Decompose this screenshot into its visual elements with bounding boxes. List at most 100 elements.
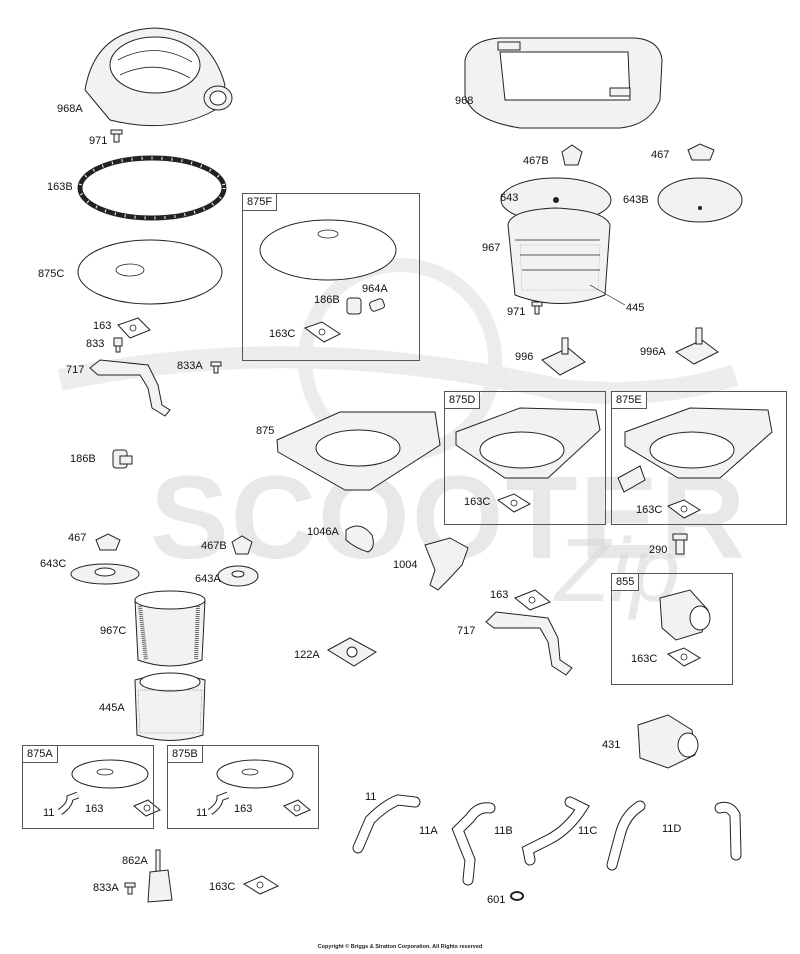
watermark-zip-text: Zip (555, 521, 681, 621)
part-445A-filter (134, 672, 206, 741)
part-996A-clip (674, 327, 719, 365)
label-163-b: 163 (490, 589, 509, 601)
group-box-855: 855 (611, 573, 733, 685)
label-467-a: 467 (651, 149, 670, 161)
part-467B-knob-a (561, 144, 583, 166)
label-968: 968 (455, 95, 474, 107)
part-643A-lid (217, 565, 259, 587)
label-186B-a: 186B (70, 453, 96, 465)
part-996-clip (541, 337, 586, 376)
label-290: 290 (649, 544, 668, 556)
label-643B: 643B (623, 194, 649, 206)
copyright-text: Copyright © Briggs & Stratton Corporatio… (317, 944, 483, 950)
label-163B: 163B (47, 181, 73, 193)
label-833A-b: 833A (93, 882, 119, 894)
group-box-875F: 875F (242, 193, 420, 361)
part-643B-lid (657, 177, 743, 223)
label-186B-b: 186B (314, 294, 340, 306)
part-1004-duct (424, 537, 469, 591)
part-964A-plug (369, 298, 385, 312)
label-862A: 862A (122, 855, 148, 867)
part-875D-base (455, 407, 601, 479)
group-box-875D-label: 875D (445, 392, 481, 409)
part-971-screw-a (110, 129, 123, 143)
part-601-clamp (510, 891, 524, 901)
label-163-c: 163 (85, 803, 104, 815)
part-122A-spacer (327, 637, 377, 667)
label-11C: 11C (578, 825, 598, 837)
label-1004: 1004 (393, 559, 418, 571)
label-445A: 445A (99, 702, 125, 714)
label-968A: 968A (57, 103, 83, 115)
label-467-b: 467 (68, 532, 87, 544)
label-717-a: 717 (66, 364, 85, 376)
label-163-d: 163 (234, 803, 253, 815)
label-11-c: 11 (365, 791, 377, 803)
label-643: 643 (500, 192, 519, 204)
label-967: 967 (482, 242, 501, 254)
part-163C-gasket-e (242, 875, 280, 895)
group-box-855-label: 855 (612, 574, 640, 591)
part-431-valve (637, 714, 699, 769)
label-431: 431 (602, 739, 621, 751)
part-862A-bracket (147, 849, 173, 903)
part-11-hose-c (352, 794, 421, 854)
label-467B-b: 467B (201, 540, 227, 552)
label-11-b: 11 (196, 807, 208, 819)
part-11C-hose (606, 800, 646, 871)
part-833A-screw-a (210, 361, 222, 374)
part-967C-filter (134, 590, 206, 667)
group-box-875E: 875E (611, 391, 787, 525)
label-1046A: 1046A (307, 526, 339, 538)
label-996A: 996A (640, 346, 666, 358)
part-855-valve (659, 589, 711, 641)
part-11A-hose (451, 802, 496, 886)
part-163C-gasket-d (666, 647, 702, 667)
part-163B-gasket (77, 155, 227, 221)
part-467-knob-b (95, 533, 121, 551)
label-875: 875 (256, 425, 275, 437)
part-467B-knob-b (231, 535, 253, 555)
part-833A-screw-b (124, 882, 136, 895)
label-643C: 643C (40, 558, 67, 570)
part-1046A-seal (345, 525, 374, 553)
label-971-a: 971 (89, 135, 108, 147)
part-163-gasket-d (283, 799, 311, 817)
label-643A: 643A (195, 573, 221, 585)
part-875C-plate (77, 239, 223, 305)
label-11B: 11B (494, 825, 513, 837)
part-875A-lid (71, 759, 149, 789)
label-971-b: 971 (507, 306, 526, 318)
leader-445 (589, 284, 626, 306)
group-box-875E-label: 875E (612, 392, 647, 409)
part-717-bracket-b (485, 611, 573, 676)
part-833-bolt (113, 337, 123, 353)
label-967C: 967C (100, 625, 127, 637)
part-967-filter-element (507, 207, 611, 304)
part-717-bracket-a (89, 359, 171, 417)
part-968-cover (464, 37, 663, 129)
label-163C-e: 163C (209, 881, 236, 893)
label-601: 601 (487, 894, 506, 906)
label-163C-d: 163C (631, 653, 658, 665)
part-11D-hose (714, 801, 742, 861)
part-186B-elbow-a (112, 449, 133, 469)
label-11D: 11D (662, 823, 682, 835)
label-445: 445 (626, 302, 645, 314)
part-11-hose-a (57, 791, 80, 815)
part-875E-base (617, 407, 773, 493)
label-11A: 11A (419, 825, 438, 837)
part-163C-gasket-b (496, 493, 532, 513)
label-996: 996 (515, 351, 534, 363)
label-11-a: 11 (43, 807, 55, 819)
part-290-bolt (672, 533, 688, 555)
part-163C-gasket-a (303, 321, 341, 343)
group-box-875A-label: 875A (23, 746, 58, 763)
label-122A: 122A (294, 649, 320, 661)
label-964A: 964A (362, 283, 388, 295)
label-163C-c: 163C (636, 504, 663, 516)
label-163C-b: 163C (464, 496, 491, 508)
part-875-base (276, 411, 441, 491)
group-box-875B: 875B (167, 745, 319, 829)
